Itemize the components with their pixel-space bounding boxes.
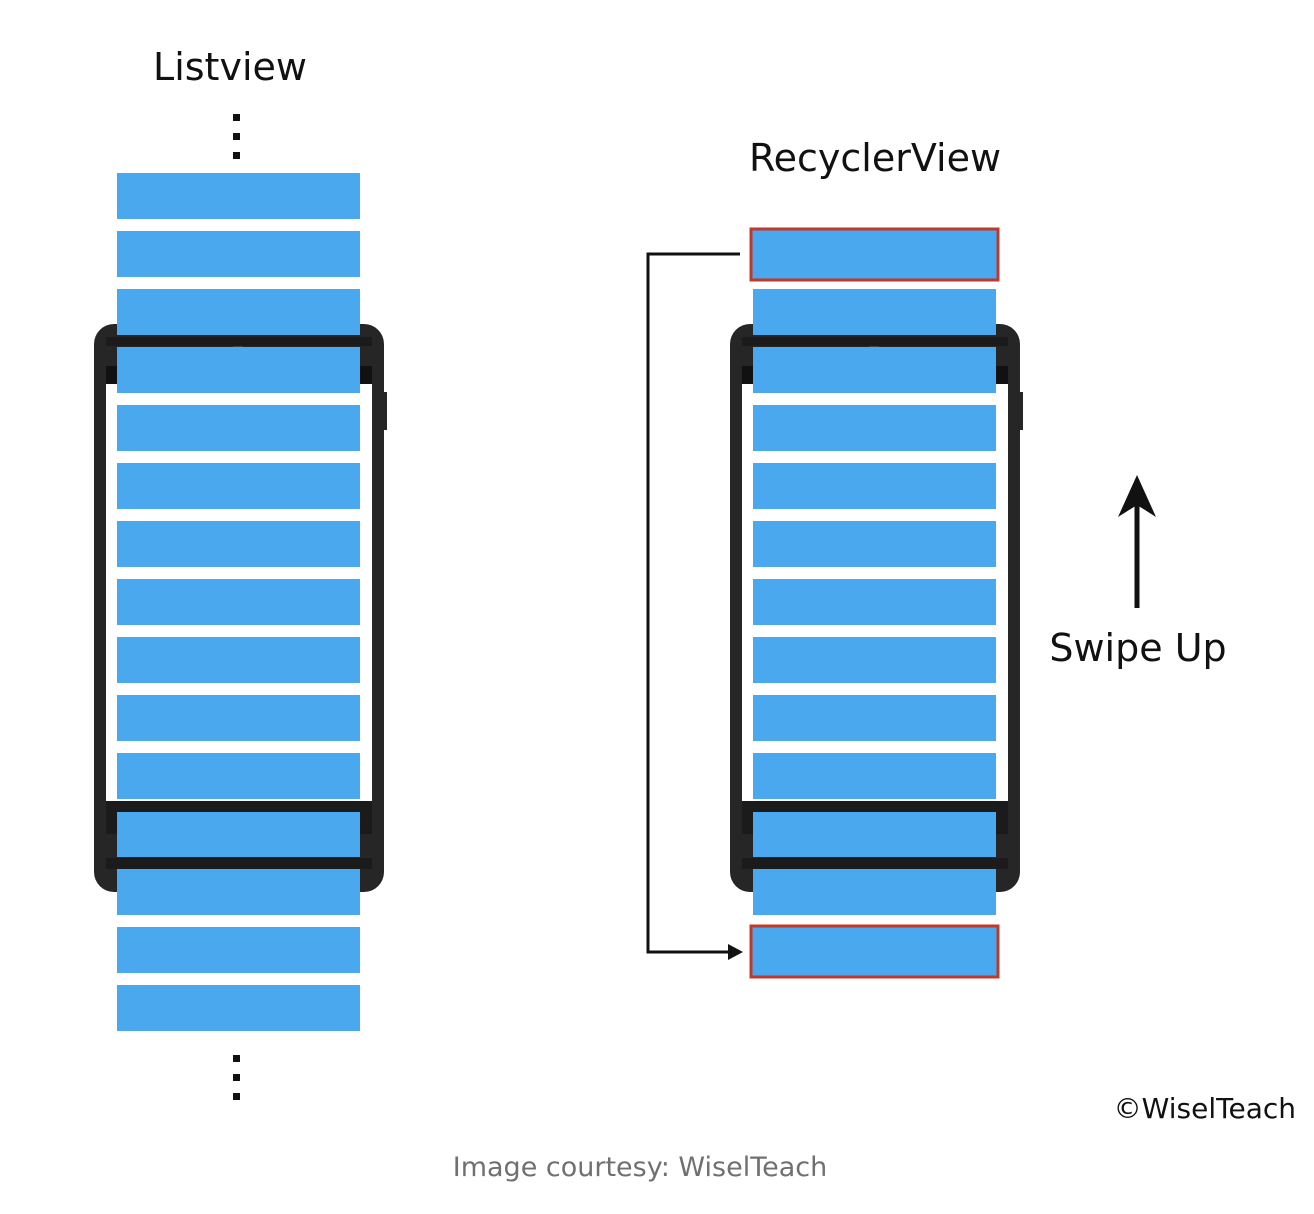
arrowhead-right-icon: [728, 944, 743, 960]
recycle-arrow: [646, 252, 743, 960]
list-item: [117, 521, 360, 567]
recyclerview-title: RecyclerView: [749, 136, 1001, 180]
recyclerview-group: RecyclerView: [646, 136, 1227, 979]
list-item: [117, 927, 360, 973]
list-item: [117, 753, 360, 799]
list-item: [117, 231, 360, 277]
side-button: [382, 392, 387, 430]
list-item: [117, 985, 360, 1031]
list-item: [117, 463, 360, 509]
listview-title: Listview: [153, 45, 307, 89]
list-item: [117, 869, 360, 915]
list-item: [753, 811, 996, 857]
list-item: [753, 695, 996, 741]
listview-screen-frame: [106, 337, 372, 869]
recycled-item-top: [749, 227, 1000, 282]
list-item: [117, 173, 360, 219]
swipe-up-label: Swipe Up: [1049, 626, 1226, 670]
listview-items: [117, 173, 360, 1031]
list-item: [753, 521, 996, 567]
list-item: [117, 637, 360, 683]
list-item: [117, 405, 360, 451]
list-item: [117, 579, 360, 625]
side-button: [1018, 392, 1023, 430]
list-item: [753, 869, 996, 915]
bottom-ellipsis: [233, 1055, 240, 1100]
image-caption: Image courtesy: WiselTeach: [452, 1152, 828, 1183]
top-ellipsis: [233, 114, 240, 159]
listview-group: Listview: [94, 45, 387, 1100]
list-item: [753, 637, 996, 683]
list-item: [753, 753, 996, 799]
recyclerview-items: [753, 289, 996, 915]
list-item: [117, 347, 360, 393]
swipe-up-arrow: [1118, 475, 1156, 608]
list-item: [753, 463, 996, 509]
recyclerview-screen-frame: [742, 337, 1008, 869]
list-item: [117, 811, 360, 857]
list-item: [117, 695, 360, 741]
list-item: [753, 347, 996, 393]
list-item: [753, 579, 996, 625]
watermark: ©WiselTeach: [1114, 1092, 1296, 1125]
list-item: [753, 289, 996, 335]
arrowhead-up-icon: [1118, 475, 1156, 517]
list-item: [753, 405, 996, 451]
list-item: [117, 289, 360, 335]
recycled-item-bottom: [749, 924, 1000, 979]
